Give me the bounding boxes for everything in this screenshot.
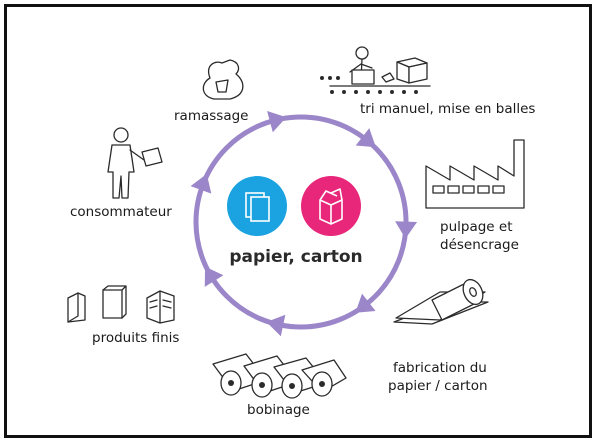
collection-bag-icon [202,59,244,100]
paper-roll-icon [393,278,489,325]
stage-label-produits: produits finis [92,330,179,346]
stage-label-fabrication-line2: papier / carton [388,378,488,394]
factory-icon [425,139,525,209]
rolls-icon [212,353,347,399]
center-paper-icon [227,176,287,236]
cycle-arrowhead [190,173,212,194]
cycle-arrows [190,110,418,337]
cycle-circle [193,114,409,330]
cycle-arrowhead [355,128,376,148]
cycle-arrowhead [204,266,224,287]
cycle-ring [190,110,418,337]
cycle-arrowhead [355,293,376,313]
stage-label-ramassage: ramassage [174,108,248,124]
cycle-arrowhead [395,221,418,239]
stage-label-fabrication-line1: fabrication du [393,360,487,376]
cycle-arrowhead [267,110,287,133]
consumer-icon [107,127,163,199]
stage-label-pulpage-line2: désencrage [440,237,519,253]
stage-label-tri: tri manuel, mise en balles [360,101,535,117]
center-cardboard-icon [301,176,361,236]
center-label: papier, carton [229,247,362,267]
cycle-arrowhead [266,314,286,337]
sorting-conveyor-icon [320,46,431,94]
stage-label-pulpage-line1: pulpage et [440,219,512,235]
stage-label-bobinage: bobinage [247,402,310,418]
stage-label-consommateur: consommateur [70,204,172,220]
finished-products-icon [67,285,175,324]
